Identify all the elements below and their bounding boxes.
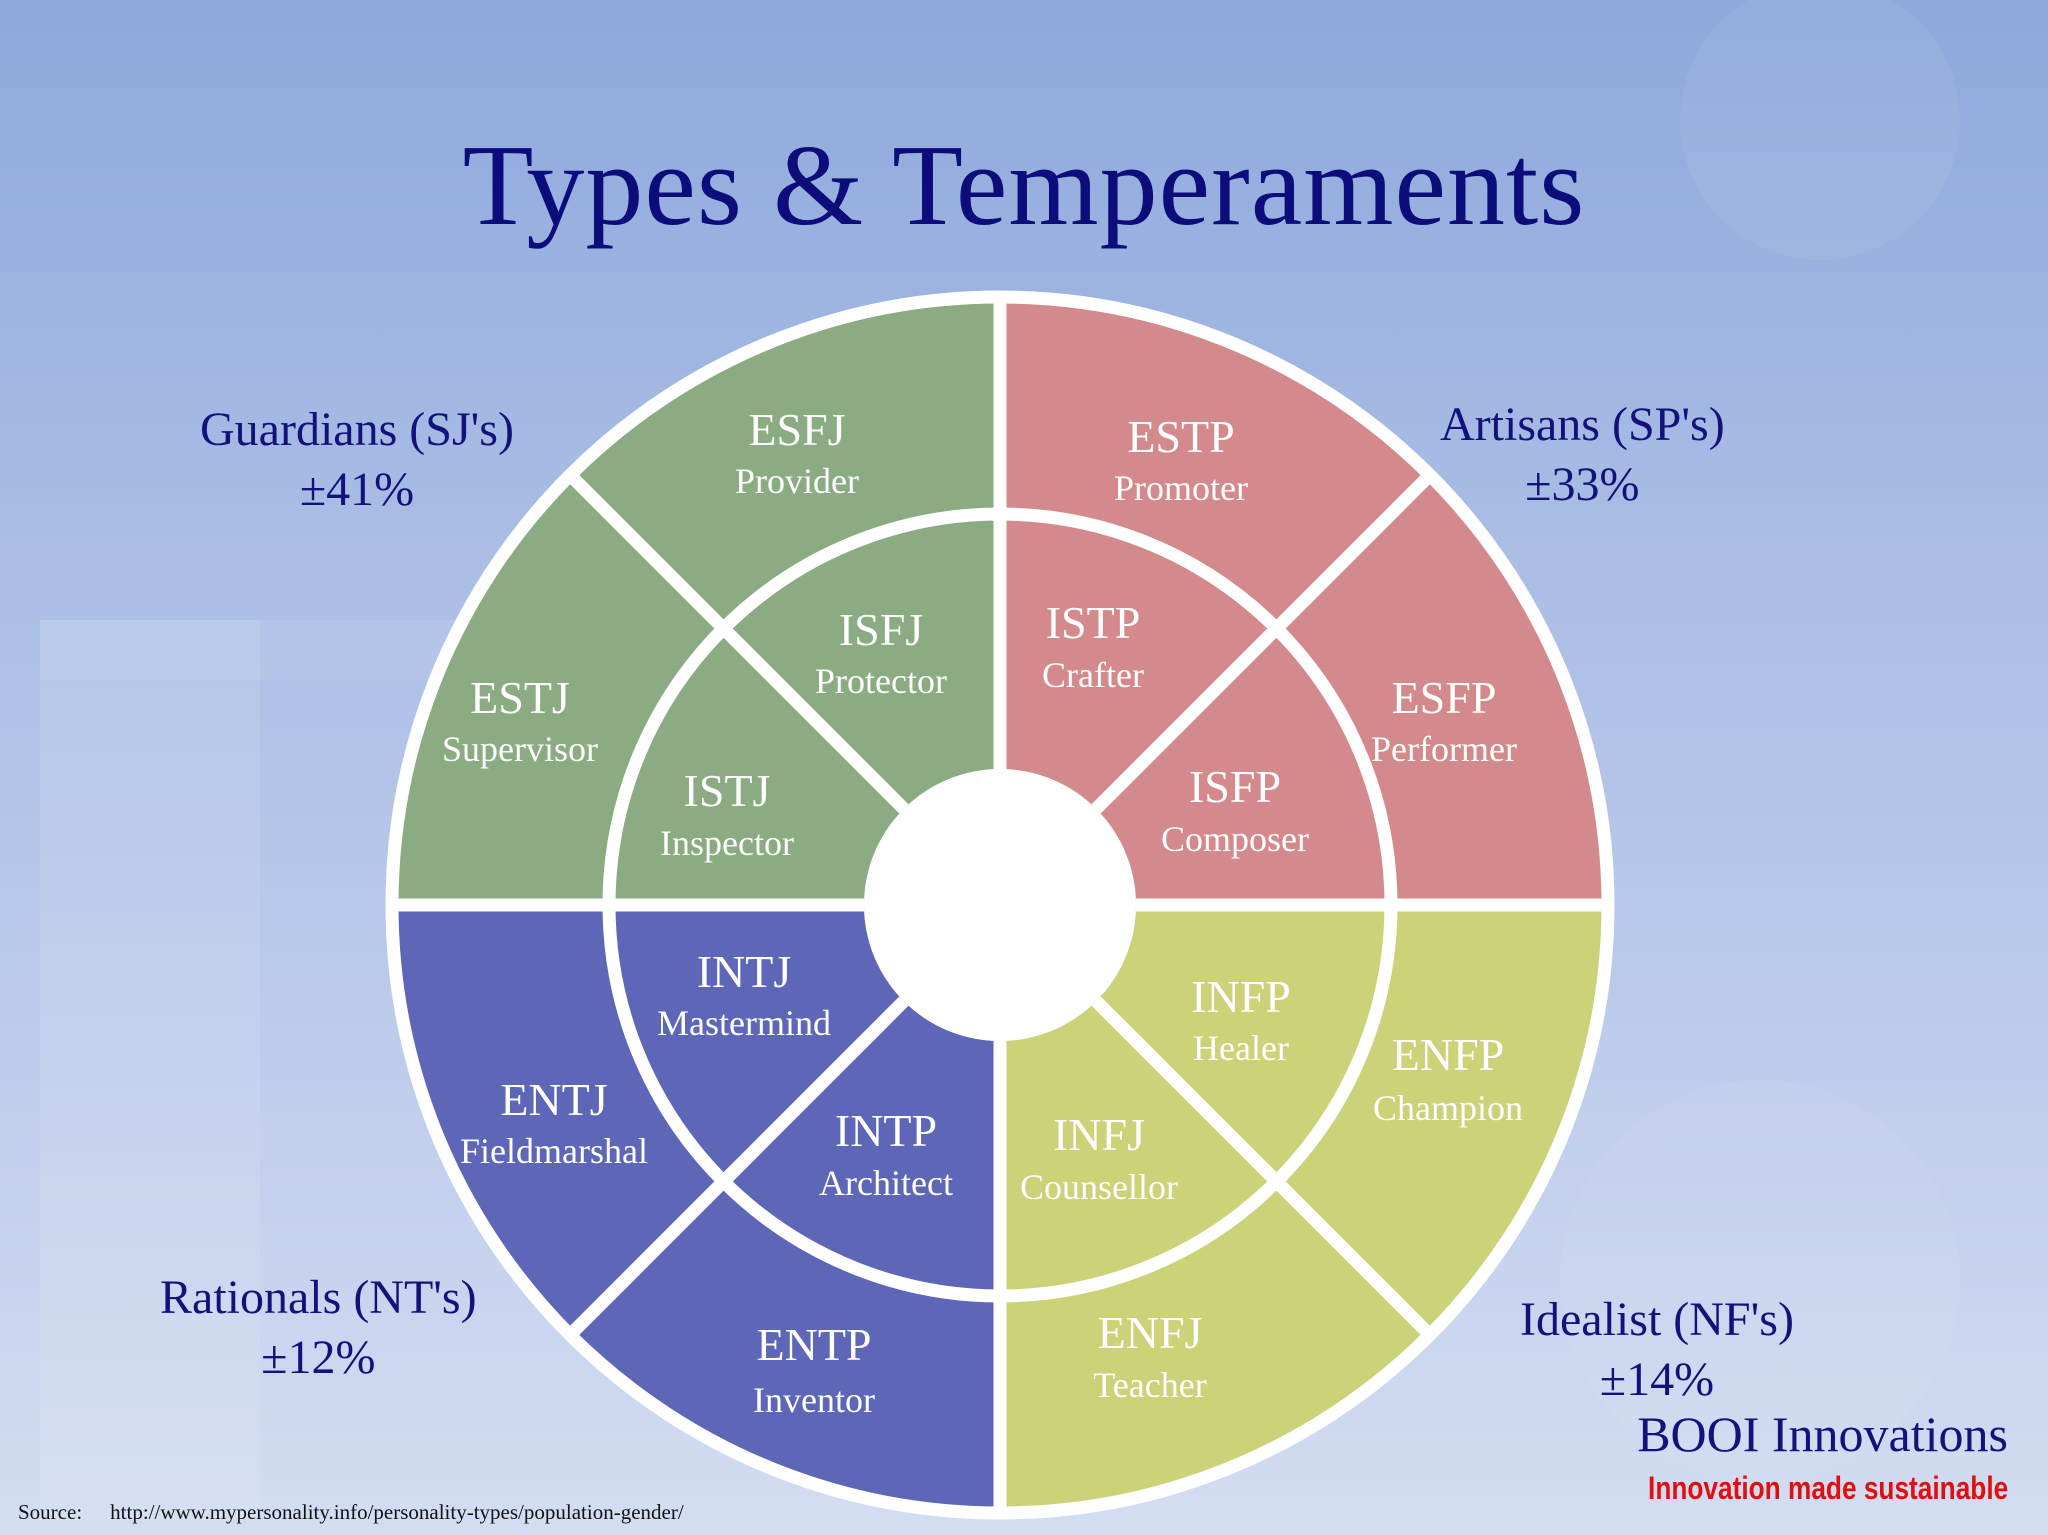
type-istp-role: Crafter — [1042, 655, 1144, 695]
segment-infj — [1000, 1001, 1277, 1296]
wheel-center — [864, 769, 1136, 1041]
type-esfp-role: Performer — [1371, 729, 1517, 769]
page-title: Types & Temperaments — [462, 122, 1586, 250]
type-intj-role: Mastermind — [657, 1003, 831, 1043]
segment-isfj — [723, 514, 1000, 809]
type-estj-code: ESTJ — [470, 672, 570, 723]
type-isfp-code: ISFP — [1189, 761, 1281, 812]
type-infj-code: INFJ — [1053, 1109, 1145, 1160]
type-enfp-code: ENFP — [1392, 1029, 1504, 1080]
segment-intp — [723, 1001, 1000, 1296]
segment-entp — [570, 1181, 1000, 1513]
artisans-label: Artisans (SP's) ±33% — [1440, 395, 1725, 515]
type-isfj-code: ISFJ — [839, 604, 923, 655]
segment-estj — [392, 475, 724, 905]
brand-name: BOOI Innovations — [1637, 1406, 2008, 1462]
segment-estp — [1000, 297, 1430, 629]
segment-enfj — [1000, 1181, 1430, 1513]
guardians-percent: ±41% — [299, 463, 415, 516]
rationals-percent: ±12% — [261, 1331, 376, 1384]
type-enfj-code: ENFJ — [1098, 1307, 1203, 1358]
type-istp-code: ISTP — [1046, 597, 1141, 648]
type-intp-code: INTP — [835, 1105, 937, 1156]
type-entp-code: ENTP — [757, 1319, 872, 1370]
segment-isfp — [1096, 628, 1391, 905]
type-esfp-code: ESFP — [1392, 672, 1497, 723]
divider-line — [1091, 470, 1435, 814]
type-esfj-role: Provider — [735, 461, 859, 501]
type-enfj-role: Teacher — [1093, 1365, 1206, 1405]
segment-enfp — [1276, 905, 1608, 1335]
type-enfp-role: Champion — [1373, 1088, 1523, 1128]
type-entj-code: ENTJ — [500, 1074, 607, 1125]
type-entp-role: Inventor — [753, 1380, 875, 1420]
source-url[interactable]: http://www.mypersonality.info/personalit… — [110, 1500, 684, 1524]
wheel-dividers — [385, 290, 1615, 1520]
type-infp-code: INFP — [1191, 971, 1291, 1022]
type-infp-role: Healer — [1193, 1028, 1289, 1068]
divider-line — [565, 470, 909, 814]
guardians-label: Guardians (SJ's) ±41% — [200, 400, 514, 520]
segment-istp — [1000, 514, 1277, 809]
type-istj-role: Inspector — [660, 823, 794, 863]
source-line: Source: http://www.mypersonality.info/per… — [18, 1500, 712, 1525]
source-label: Source: — [18, 1500, 83, 1524]
idealists-percent: ±14% — [1599, 1353, 1715, 1406]
type-estp-code: ESTP — [1127, 411, 1234, 462]
type-estj-role: Supervisor — [442, 729, 598, 769]
guardians-name: Guardians (SJ's) — [200, 403, 514, 456]
artisans-percent: ±33% — [1525, 458, 1640, 511]
idealists-label: Idealist (NF's) ±14% — [1520, 1290, 1794, 1410]
artisans-name: Artisans (SP's) — [1440, 398, 1725, 451]
type-entj-role: Fieldmarshal — [460, 1131, 648, 1171]
wheel-labels: ESFJ Provider ESTJ Supervisor ISFJ Prote… — [442, 404, 1523, 1420]
brand-tagline: Innovation made sustainable — [1647, 1470, 2008, 1506]
type-estp-role: Promoter — [1114, 468, 1248, 508]
rationals-label: Rationals (NT's) ±12% — [160, 1268, 477, 1388]
segment-intj — [609, 905, 904, 1182]
segment-entj — [392, 905, 724, 1335]
segment-esfj — [570, 297, 1000, 629]
type-intj-code: INTJ — [697, 946, 792, 997]
type-intp-role: Architect — [819, 1163, 953, 1203]
rationals-name: Rationals (NT's) — [160, 1271, 477, 1324]
segment-istj — [609, 628, 904, 905]
wheel-segments — [392, 297, 1608, 1513]
type-isfj-role: Protector — [815, 661, 947, 701]
idealists-name: Idealist (NF's) — [1520, 1293, 1794, 1346]
type-istj-code: ISTJ — [684, 765, 771, 816]
type-isfp-role: Composer — [1161, 819, 1309, 859]
segment-esfp — [1276, 475, 1608, 905]
segment-infp — [1096, 905, 1391, 1182]
type-esfj-code: ESFJ — [748, 404, 845, 455]
divider-line — [1091, 996, 1435, 1340]
divider-line — [565, 996, 909, 1340]
type-infj-role: Counsellor — [1020, 1167, 1178, 1207]
